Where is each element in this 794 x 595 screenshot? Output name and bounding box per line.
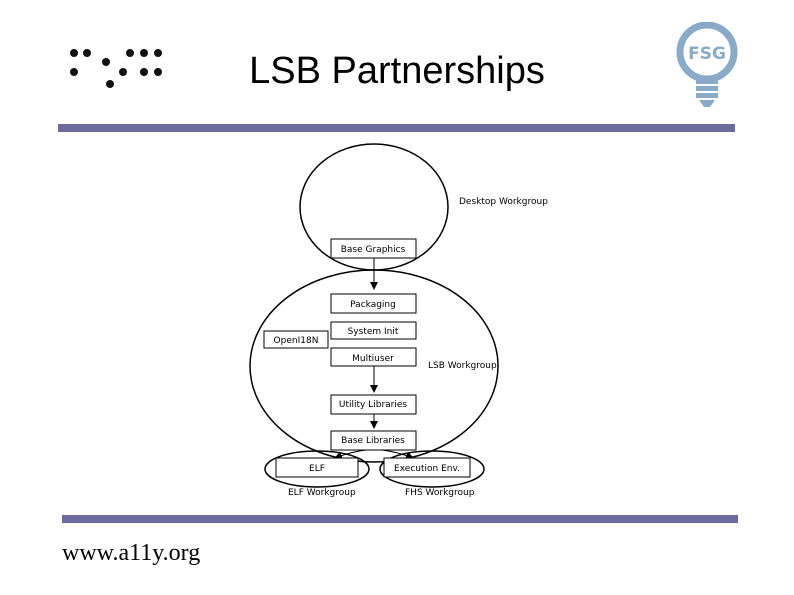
base-graphics-label: Base Graphics: [341, 245, 406, 255]
system-init-box: [330, 321, 417, 340]
utility-libraries-box: [330, 394, 417, 415]
top-rule: [58, 124, 735, 132]
fhs-workgroup-circle: [379, 450, 485, 488]
multiuser-box: [330, 347, 417, 367]
packaging-label: Packaging: [350, 300, 396, 310]
desktop-workgroup-label: Desktop Workgroup: [459, 197, 548, 207]
system-init-label: System Init: [348, 327, 399, 337]
connector-base-elf: [334, 449, 367, 460]
footer-url[interactable]: www.a11y.org: [62, 540, 201, 566]
base-graphics-box: [330, 238, 417, 259]
fsg-logo-text: FSG: [688, 44, 726, 64]
lsb-workgroup-label: LSB Workgroup: [428, 361, 497, 371]
elf-label: ELF: [309, 464, 325, 474]
elf-workgroup-circle: [264, 450, 370, 488]
base-libraries-label: Base Libraries: [341, 436, 405, 446]
openi18n-box: [263, 330, 329, 349]
lightbulb-icon: [676, 22, 738, 107]
execution-env-label: Execution Env.: [394, 464, 460, 474]
bottom-rule: [62, 515, 738, 523]
multiuser-label: Multiuser: [352, 354, 394, 364]
braille-logo: [70, 49, 162, 88]
packaging-box: [330, 293, 417, 314]
base-libraries-box: [330, 430, 417, 451]
elf-workgroup-label: ELF Workgroup: [288, 488, 356, 498]
utility-libraries-label: Utility Libraries: [339, 400, 408, 410]
fhs-workgroup-label: FHS Workgroup: [405, 488, 475, 498]
slide-title: LSB Partnerships: [249, 50, 545, 92]
openi18n-label: OpenI18N: [274, 336, 319, 346]
elf-box: [275, 457, 359, 478]
execution-env-box: [383, 457, 471, 478]
connector-base-exec: [381, 449, 414, 460]
fsg-logo: FSG: [676, 22, 738, 107]
